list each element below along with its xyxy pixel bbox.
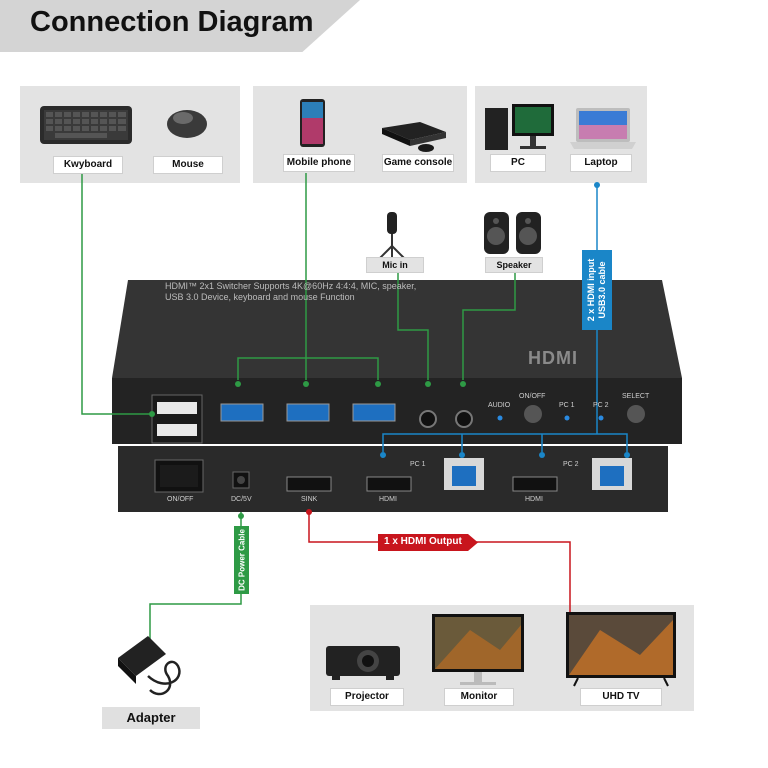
front-controls	[497, 405, 645, 423]
laptop-icon	[570, 108, 636, 149]
mobile-phone-icon	[300, 99, 325, 147]
rear-ports	[154, 458, 632, 493]
label-speaker: Speaker	[485, 257, 543, 273]
output-cable-tag-text: 1 x HDMI Output	[384, 536, 462, 547]
label-mic-in: Mic in	[366, 257, 424, 273]
front-label-onoff: ON/OFF	[519, 393, 546, 400]
rear-label-hdmi1: HDMI	[379, 496, 397, 503]
hdmi-logo: HDMI	[528, 348, 578, 368]
power-cable-tag: DC Power Cable	[234, 526, 249, 594]
page-title: Connection Diagram	[30, 6, 314, 38]
svg-text:HDMI: HDMI	[528, 348, 578, 368]
output-cable-tag: 1 x HDMI Output	[378, 534, 478, 551]
rear-label-onoff: ON/OFF	[167, 496, 194, 503]
usb3-ports	[220, 403, 396, 422]
game-console-icon	[382, 122, 446, 152]
speaker-icon	[484, 212, 541, 254]
rear-label-sink: SINK	[301, 496, 318, 503]
rear-label-pc1: PC 1	[410, 461, 426, 468]
input-cable-tag-line2: USB3.0 cable	[597, 261, 607, 319]
label-mobile-phone: Mobile phone	[283, 154, 355, 172]
label-laptop: Laptop	[570, 154, 632, 172]
front-label-select: SELECT	[622, 393, 650, 400]
front-label-pc2: PC 2	[593, 402, 609, 409]
input-cable-tag: 2 x HDMI input USB3.0 cable	[582, 250, 612, 330]
label-mouse: Mouse	[153, 156, 223, 174]
label-monitor: Monitor	[444, 688, 514, 706]
projector-icon	[326, 646, 400, 680]
tv-icon	[566, 612, 676, 687]
label-adapter: Adapter	[102, 707, 200, 729]
device-top-text-line1: HDMI™ 2x1 Switcher Supports 4K@60Hz 4:4:…	[165, 281, 417, 291]
label-pc: PC	[490, 154, 546, 172]
monitor-icon	[432, 614, 524, 685]
rear-label-dc: DC/5V	[231, 496, 252, 503]
label-uhd-tv: UHD TV	[580, 688, 662, 706]
device-top-text-line2: USB 3.0 Device, keyboard and mouse Funct…	[165, 292, 355, 302]
switcher-top-unit: HDMI	[112, 280, 682, 444]
label-game-console: Game console	[382, 154, 454, 172]
title-banner	[0, 0, 360, 52]
front-label-pc1: PC 1	[559, 402, 575, 409]
mouse-icon	[167, 110, 207, 138]
keyboard-icon	[40, 106, 132, 144]
input-cable-tag-line1: 2 x HDMI input	[586, 258, 596, 322]
pc-icon	[485, 104, 554, 150]
label-keyboard: Kwyboard	[53, 156, 123, 174]
audio-jacks	[419, 410, 473, 428]
label-projector: Projector	[330, 688, 404, 706]
usb2-ports	[151, 394, 203, 444]
power-cable-tag-text: DC Power Cable	[237, 529, 246, 591]
microphone-icon	[379, 212, 405, 259]
rear-label-hdmi2: HDMI	[525, 496, 543, 503]
front-label-audio: AUDIO	[488, 402, 511, 409]
adapter-icon	[118, 636, 181, 696]
rear-label-pc2: PC 2	[563, 461, 579, 468]
